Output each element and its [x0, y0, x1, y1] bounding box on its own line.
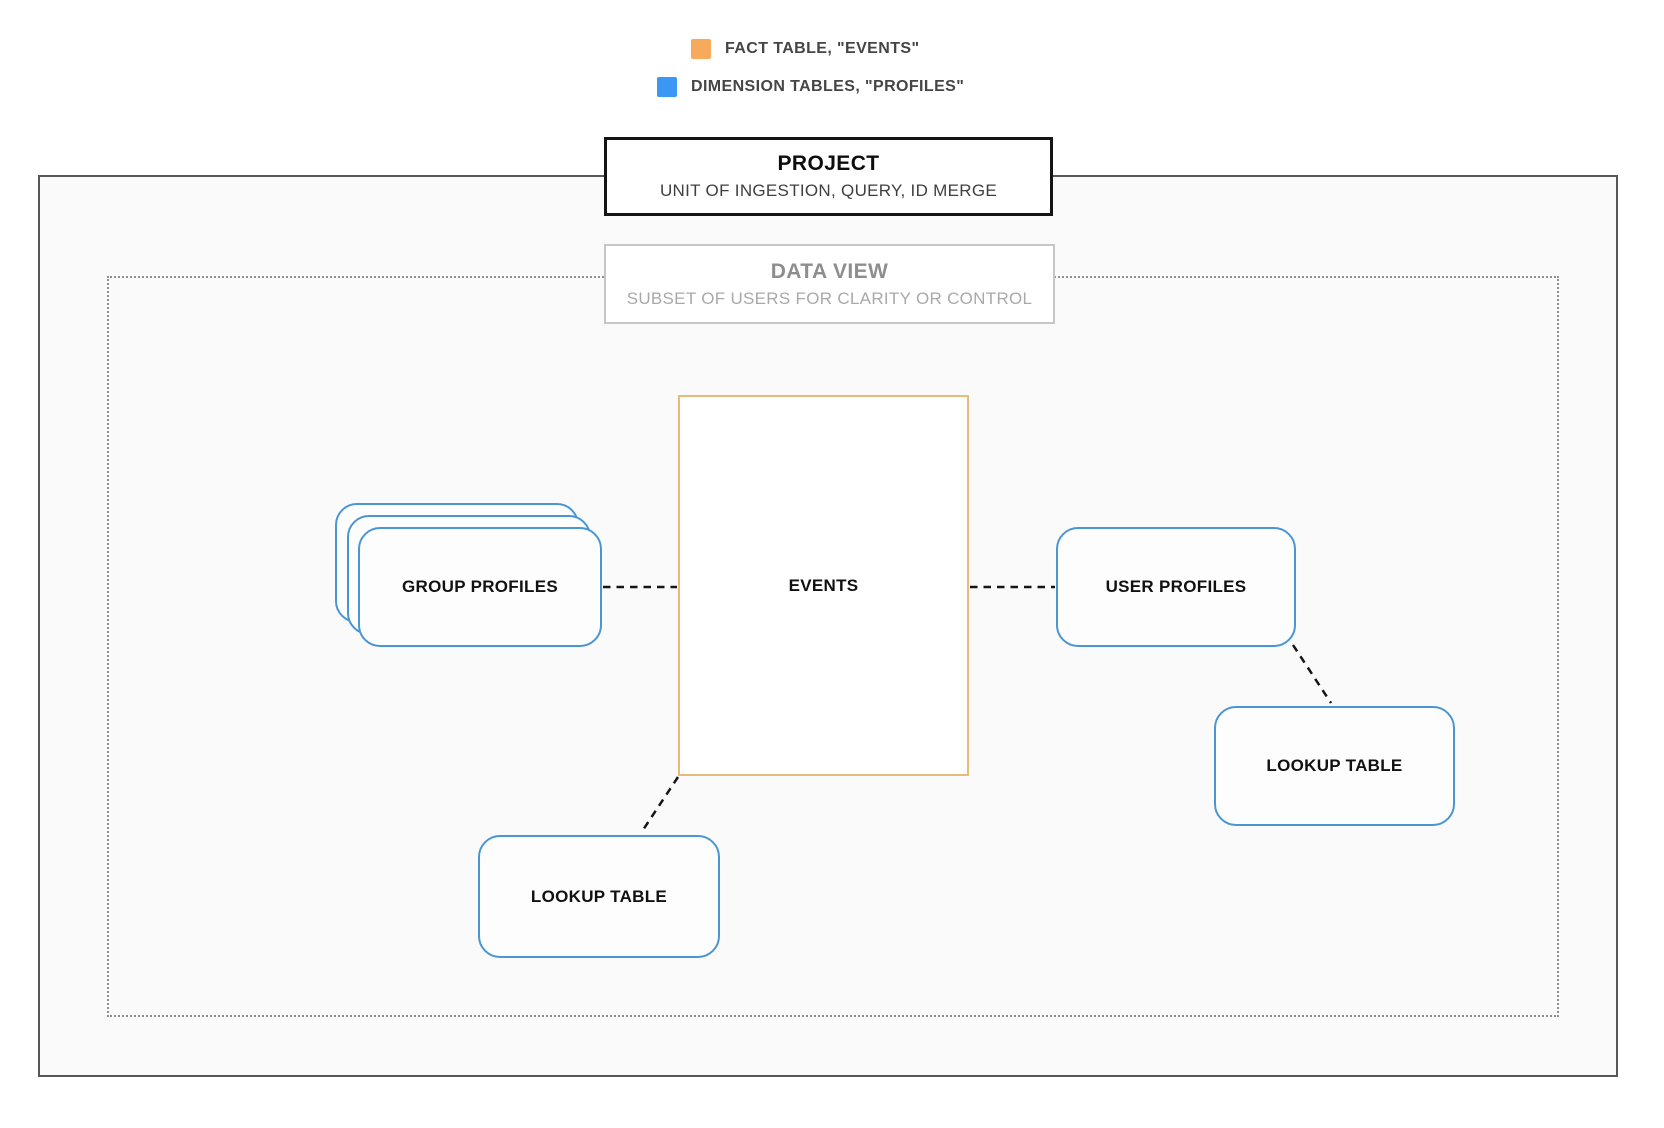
- project-title-box: PROJECT UNIT OF INGESTION, QUERY, ID MER…: [604, 137, 1053, 216]
- data-view-subtitle: SUBSET OF USERS FOR CLARITY OR CONTROL: [626, 288, 1033, 308]
- node-lookup-table-right-label: LOOKUP TABLE: [1266, 756, 1403, 775]
- project-subtitle: UNIT OF INGESTION, QUERY, ID MERGE: [659, 181, 998, 200]
- legend-label-fact-table: FACT TABLE, "EVENTS": [725, 40, 920, 57]
- node-group-profiles-label: GROUP PROFILES: [402, 577, 558, 596]
- data-view-title: DATA VIEW: [770, 259, 889, 283]
- node-lookup-table-right: LOOKUP TABLE: [1214, 706, 1455, 826]
- node-user-profiles: USER PROFILES: [1056, 527, 1296, 647]
- node-events: EVENTS: [678, 395, 969, 776]
- data-view-title-box: DATA VIEW SUBSET OF USERS FOR CLARITY OR…: [604, 244, 1055, 324]
- node-events-label: EVENTS: [788, 575, 859, 595]
- node-lookup-table-bottom: LOOKUP TABLE: [478, 835, 720, 958]
- node-group-profiles: GROUP PROFILES: [335, 503, 603, 648]
- project-title: PROJECT: [777, 152, 880, 175]
- legend-item-fact-table: FACT TABLE, "EVENTS": [691, 39, 919, 59]
- dimension-tables-color-swatch: [657, 77, 677, 97]
- legend-label-dimension-tables: DIMENSION TABLES, "PROFILES": [691, 78, 965, 95]
- legend-item-dimension-tables: DIMENSION TABLES, "PROFILES": [657, 77, 964, 97]
- node-lookup-table-bottom-label: LOOKUP TABLE: [530, 886, 668, 906]
- fact-table-color-swatch: [691, 39, 711, 59]
- node-user-profiles-label: USER PROFILES: [1105, 577, 1247, 596]
- group-profiles-card-front: GROUP PROFILES: [358, 527, 602, 647]
